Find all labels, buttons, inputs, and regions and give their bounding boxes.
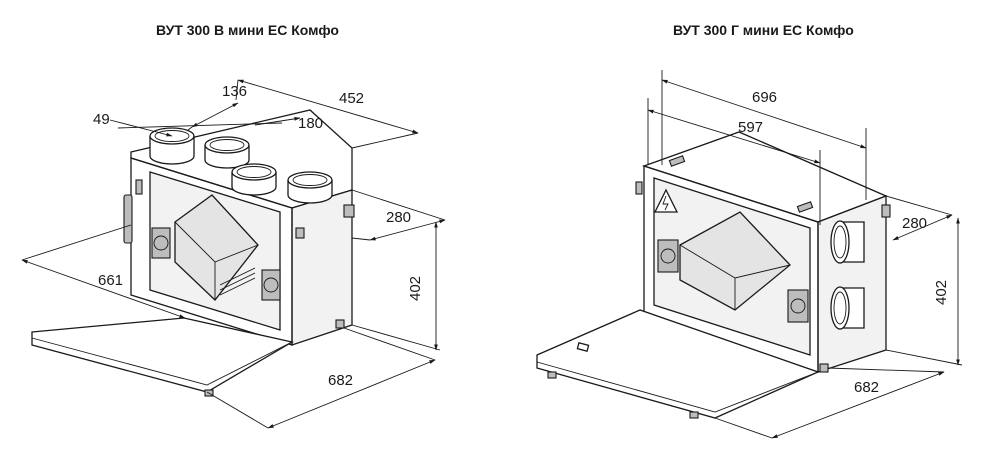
left-unit-drawing: 136 452 49 180 280 661 402 682 [21, 79, 446, 429]
title-right: ВУТ 300 Г мини ЕС Комфо [673, 22, 854, 38]
dim-661: 661 [98, 272, 123, 289]
dim-682-left: 682 [328, 372, 353, 389]
dim-597: 597 [738, 119, 763, 136]
dim-180: 180 [298, 115, 323, 132]
dim-682-right: 682 [854, 379, 879, 396]
title-left: ВУТ 300 В мини ЕС Комфо [156, 22, 339, 38]
dim-280-right: 280 [902, 215, 927, 232]
dim-696: 696 [752, 89, 777, 106]
dim-136: 136 [222, 83, 247, 100]
dim-280: 280 [386, 209, 411, 226]
dim-402: 402 [407, 276, 424, 301]
right-unit-drawing: 696 597 280 402 682 [536, 70, 963, 439]
dim-452: 452 [339, 90, 364, 107]
dim-49: 49 [93, 111, 110, 128]
dim-402-right: 402 [933, 280, 950, 305]
